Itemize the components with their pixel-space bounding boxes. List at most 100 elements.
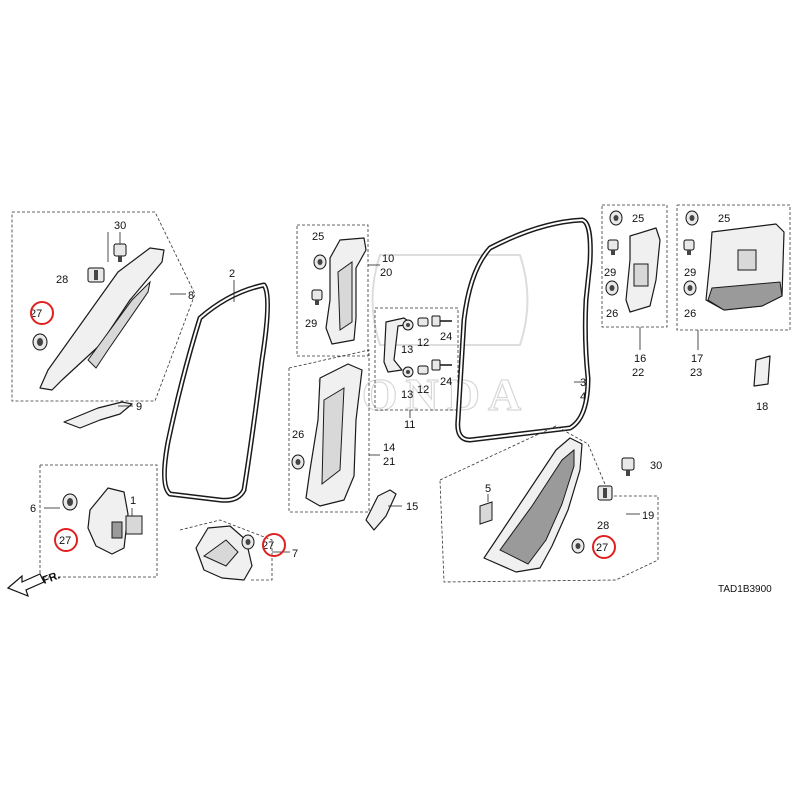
- callout-1: 1: [130, 495, 136, 507]
- callout-21: 21: [383, 456, 395, 468]
- callout-10: 10: [382, 253, 394, 265]
- clip-25: [685, 210, 699, 226]
- callout-29-cpillar-left: 29: [604, 267, 616, 279]
- front-label: FR.: [41, 569, 62, 586]
- clip-26: [291, 454, 305, 470]
- group-c-pillar-left: [601, 204, 668, 350]
- clip-25: [609, 210, 623, 226]
- c-pillar-trim-slot: [633, 263, 649, 287]
- callout-9: 9: [136, 401, 142, 413]
- callout-27-sill: 27: [596, 542, 608, 554]
- callout-26-cpillar-right: 26: [684, 308, 696, 320]
- grip-cap-12-upper: [417, 317, 429, 327]
- callout-29-bpillar: 29: [305, 318, 317, 330]
- group-box-7: [179, 519, 273, 581]
- callout-14: 14: [383, 442, 395, 454]
- fr-arrow-icon: [6, 573, 45, 598]
- clip-27: [571, 538, 585, 554]
- lower-kick-trim-ribs: [203, 539, 239, 567]
- clip-26: [605, 280, 619, 296]
- callout-6: 6: [30, 503, 36, 515]
- callout-23: 23: [690, 367, 702, 379]
- kick-panel-cover: [87, 487, 129, 555]
- clip-25: [313, 254, 327, 270]
- a-pillar-garnish-inner: [87, 280, 151, 369]
- clip-30: [113, 243, 127, 262]
- callout-25-cpillar-left: 25: [632, 213, 644, 225]
- callout-26-cpillar-left: 26: [606, 308, 618, 320]
- part-1-pad: [125, 515, 143, 535]
- c-pillar-speaker-grille: [737, 249, 757, 271]
- clip-27: [241, 534, 255, 550]
- group-box-16: [601, 204, 668, 328]
- callout-16: 16: [634, 353, 646, 365]
- callout-29-cpillar-right: 29: [684, 267, 696, 279]
- bolt-24-upper: [431, 315, 452, 327]
- callout-20: 20: [380, 267, 392, 279]
- highlight-ring-27-sill: [592, 535, 616, 559]
- highlight-rings: [30, 301, 616, 559]
- part-18-tag: [753, 355, 771, 387]
- clip-26: [683, 280, 697, 296]
- callout-25-bpillar: 25: [312, 231, 324, 243]
- callout-28-apillar: 28: [56, 274, 68, 286]
- group-box-14: [288, 349, 370, 513]
- highlight-ring-27-apillar: [30, 301, 54, 325]
- diagram-code: TAD1B3900: [718, 584, 772, 595]
- callout-5: 5: [485, 483, 491, 495]
- clip-28: [597, 485, 613, 501]
- callout-26-bpillar: 26: [292, 429, 304, 441]
- b-pillar-lower-inner: [321, 387, 345, 486]
- group-box-8: [11, 211, 196, 402]
- group-box-6: [39, 464, 158, 578]
- callout-13-lower: 13: [401, 389, 413, 401]
- clip-30: [621, 457, 635, 476]
- clip-27: [32, 333, 48, 351]
- rear-door-weatherstrip: [455, 217, 593, 443]
- group-kick-panel: [39, 464, 158, 578]
- callout-2: 2: [229, 268, 235, 280]
- clip-29: [683, 239, 695, 255]
- c-pillar-garnish-band: [707, 281, 783, 311]
- callout-19: 19: [642, 510, 654, 522]
- clip-28: [87, 267, 105, 283]
- callout-13-upper: 13: [401, 344, 413, 356]
- callout-22: 22: [632, 367, 644, 379]
- callout-27-apillar: 27: [30, 308, 42, 320]
- highlight-ring-27-lower-trim: [262, 533, 286, 557]
- callout-25-cpillar-right: 25: [718, 213, 730, 225]
- a-pillar-garnish: [39, 247, 165, 391]
- kick-panel-pad: [111, 521, 123, 539]
- group-box-19: [439, 425, 659, 583]
- callout-28-sill: 28: [597, 520, 609, 532]
- grip-cap-12-lower: [417, 365, 429, 375]
- callout-7: 7: [292, 548, 298, 560]
- part-15-cap: [365, 489, 402, 531]
- group-b-pillar-lower: [288, 349, 380, 513]
- group-lower-trim: [179, 519, 290, 581]
- group-c-pillar-right: [676, 204, 791, 350]
- side-sill-tread: [499, 448, 575, 565]
- callout-30-sill: 30: [650, 460, 662, 472]
- clip-27: [62, 493, 78, 511]
- callout-12-upper: 12: [417, 337, 429, 349]
- callout-30-apillar: 30: [114, 220, 126, 232]
- callout-24-lower: 24: [440, 376, 452, 388]
- callout-8: 8: [188, 290, 194, 302]
- callout-15: 15: [406, 501, 418, 513]
- callout-18: 18: [756, 401, 768, 413]
- group-a-pillar: [11, 211, 196, 402]
- group-side-sill: [439, 425, 659, 583]
- honda-h-logo: [371, 254, 529, 346]
- callout-12-lower: 12: [417, 384, 429, 396]
- front-direction-indicator: FR.: [6, 569, 62, 598]
- callout-3: 3: [580, 377, 586, 389]
- b-pillar-upper-inner: [337, 261, 353, 331]
- part-9-bracket: [63, 401, 133, 429]
- callout-labels: 1 2 3 4 5 6 7 8 9 10 20 11 12 12 13 13 2…: [30, 213, 768, 560]
- callout-24-upper: 24: [440, 331, 452, 343]
- clip-29: [607, 239, 619, 255]
- part-5-cap: [479, 501, 493, 525]
- front-door-weatherstrip: [162, 280, 271, 503]
